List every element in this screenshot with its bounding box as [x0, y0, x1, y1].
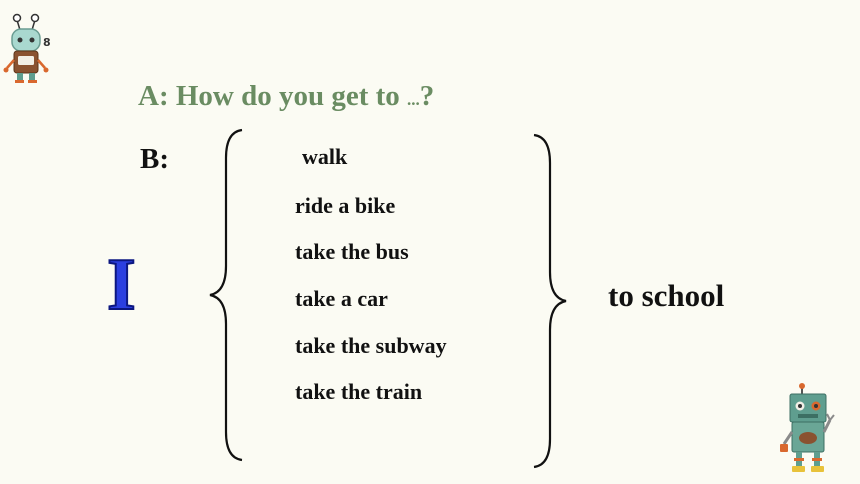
- question-prefix: A: How do you get to: [138, 80, 408, 112]
- pronoun-text: I: [106, 244, 137, 326]
- right-brace: [533, 133, 567, 469]
- answer-label: B:: [140, 143, 169, 175]
- option-take-a-car: take a car: [295, 286, 388, 311]
- option-ride-a-bike: ride a bike: [295, 193, 396, 218]
- left-brace: [209, 128, 243, 462]
- option-take-the-train: take the train: [295, 379, 423, 404]
- robot-icon-top-left: 8: [3, 13, 51, 83]
- robot-icon-bottom-right: [780, 383, 835, 472]
- svg-text:8: 8: [43, 36, 51, 49]
- question-text: A: How do you get to ...?: [138, 80, 434, 113]
- option-walk: walk: [302, 144, 348, 169]
- destination-text: to school: [608, 278, 725, 313]
- question-suffix: ?: [419, 80, 435, 112]
- question-ellipsis: ...: [407, 90, 420, 109]
- option-take-the-bus: take the bus: [295, 239, 409, 264]
- option-take-the-subway: take the subway: [295, 333, 447, 358]
